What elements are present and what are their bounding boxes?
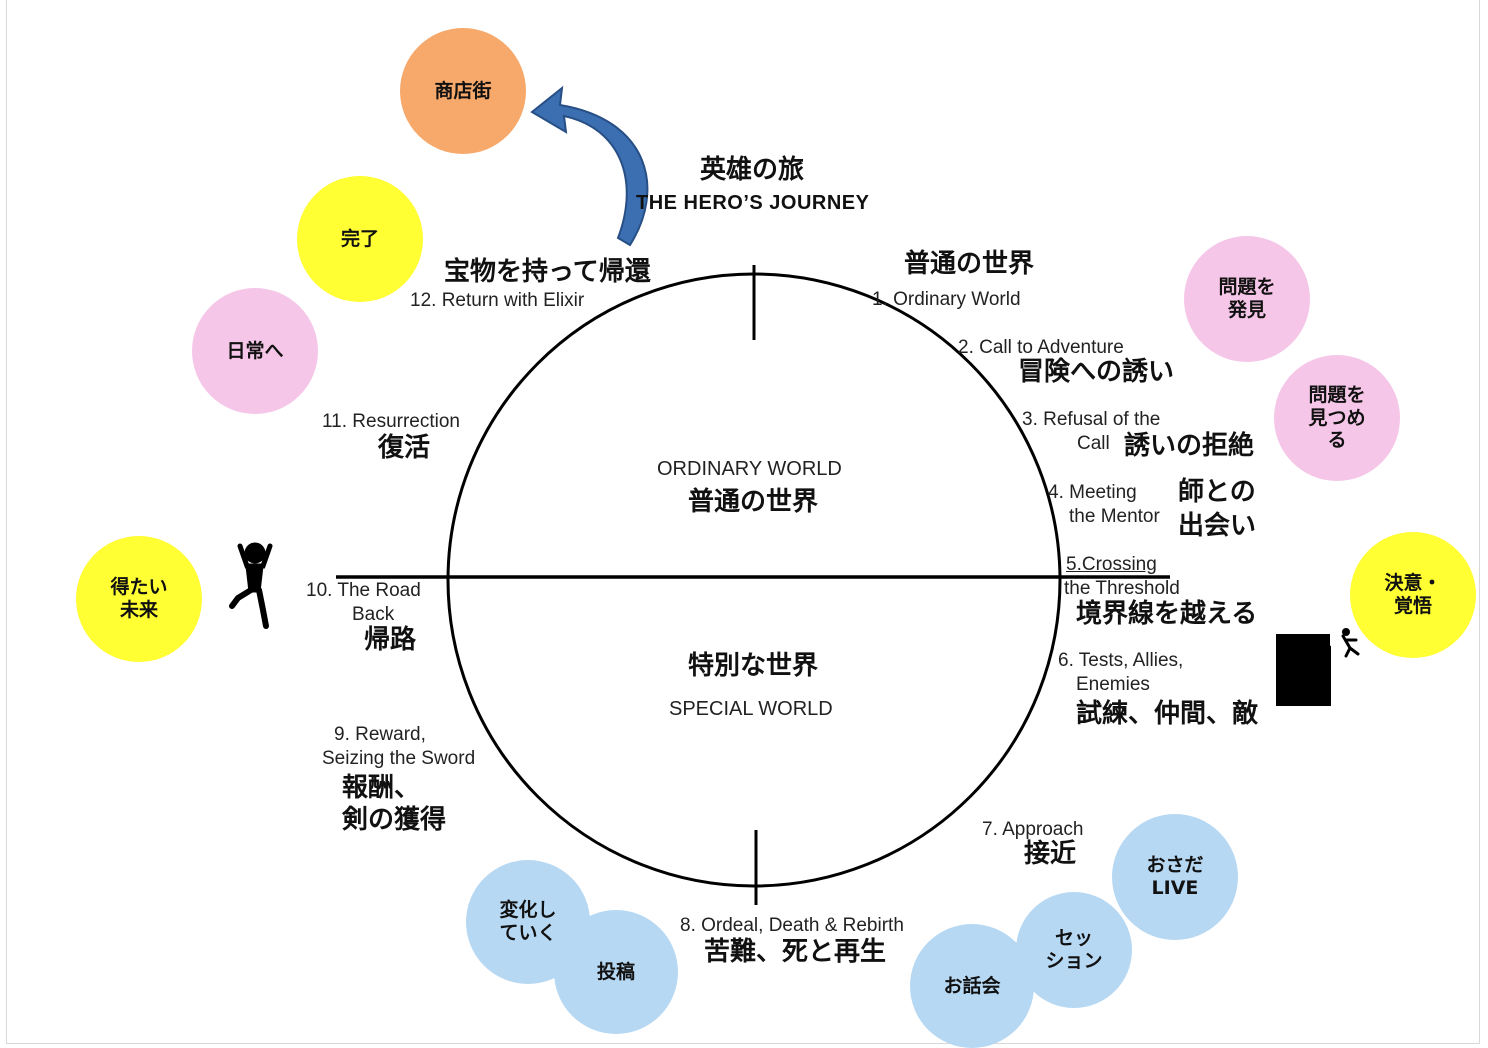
stage-1-en: 1. Ordinary World xyxy=(872,289,1021,310)
stage-10-en-2: Back xyxy=(352,604,395,625)
stage-6-en-2: Enemies xyxy=(1076,674,1150,695)
stage-12-en: 12. Return with Elixir xyxy=(410,290,585,311)
door-exit-icon xyxy=(1276,628,1360,706)
stage-9-jp-1: 報酬、 xyxy=(342,773,421,803)
bubble-osada-live: おさだ LIVE xyxy=(1112,814,1238,940)
bubble-shotengai: 商店街 xyxy=(400,28,526,154)
bubble-session: セッ ション xyxy=(1016,892,1132,1008)
bubble-toko: 投稿 xyxy=(554,910,678,1034)
stage-10-en-1: 10. The Road xyxy=(306,580,421,601)
stage-3-en-1: 3. Refusal of the xyxy=(1022,409,1161,430)
special-world-jp: 特別な世界 xyxy=(688,651,819,681)
stage-6-jp: 試練、仲間、敵 xyxy=(1076,699,1259,729)
stage-2-jp: 冒険への誘い xyxy=(1018,357,1175,387)
stage-5-en-2: the Threshold xyxy=(1064,578,1180,599)
stage-8-jp: 苦難、死と再生 xyxy=(704,937,887,967)
bubble-mirai: 得たい 未来 xyxy=(76,536,202,662)
stage-3-en-2: Call xyxy=(1077,433,1110,454)
stage-6-en-1: 6. Tests, Allies, xyxy=(1058,650,1184,671)
stage-9-en-2: Seizing the Sword xyxy=(322,748,476,769)
ordinary-world-jp: 普通の世界 xyxy=(688,487,819,517)
stage-11-en: 11. Resurrection xyxy=(322,411,460,432)
bubble-kanryo: 完了 xyxy=(297,176,423,302)
stage-4-jp-1: 師との xyxy=(1178,477,1256,507)
ordinary-world-en: ORDINARY WORLD xyxy=(657,458,842,480)
title-jp: 英雄の旅 xyxy=(700,155,805,185)
bubble-mondai-hakken: 問題を 発見 xyxy=(1184,236,1310,362)
stage-1-jp: 普通の世界 xyxy=(904,249,1035,279)
jumping-person-icon xyxy=(229,542,273,629)
stage-10-jp: 帰路 xyxy=(364,625,417,655)
stage-8-en: 8. Ordeal, Death & Rebirth xyxy=(680,915,904,936)
stage-9-jp-2: 剣の獲得 xyxy=(342,805,447,835)
curved-arrow-icon xyxy=(530,85,649,247)
stage-5-jp: 境界線を越える xyxy=(1076,599,1258,629)
bubble-ketsui: 決意・ 覚悟 xyxy=(1350,532,1476,658)
title-en: THE HERO’S JOURNEY xyxy=(636,192,870,214)
slide-frame xyxy=(6,0,1480,1044)
stage-4-en-1: 4. Meeting xyxy=(1048,482,1137,503)
stage-5-en-1: 5.Crossing xyxy=(1066,554,1157,575)
journey-circle xyxy=(446,272,1062,888)
stage-7-jp: 接近 xyxy=(1024,839,1077,869)
stage-7-en: 7. Approach xyxy=(982,819,1084,840)
stage-4-en-2: the Mentor xyxy=(1069,506,1160,527)
bubble-ohanashi: お話会 xyxy=(910,924,1034,1048)
stage-2-en: 2. Call to Adventure xyxy=(958,337,1124,358)
bubble-nichijo: 日常へ xyxy=(192,288,318,414)
bubble-mondai-mitsume: 問題を 見つめ る xyxy=(1274,355,1400,481)
stage-9-en-1: 9. Reward, xyxy=(334,724,426,745)
special-world-en: SPECIAL WORLD xyxy=(669,698,833,720)
stage-4-jp-2: 出会い xyxy=(1178,511,1257,541)
stage-11-jp: 復活 xyxy=(378,433,431,463)
stage-3-jp: 誘いの拒絶 xyxy=(1124,431,1255,461)
stage-12-jp: 宝物を持って帰還 xyxy=(444,257,651,287)
